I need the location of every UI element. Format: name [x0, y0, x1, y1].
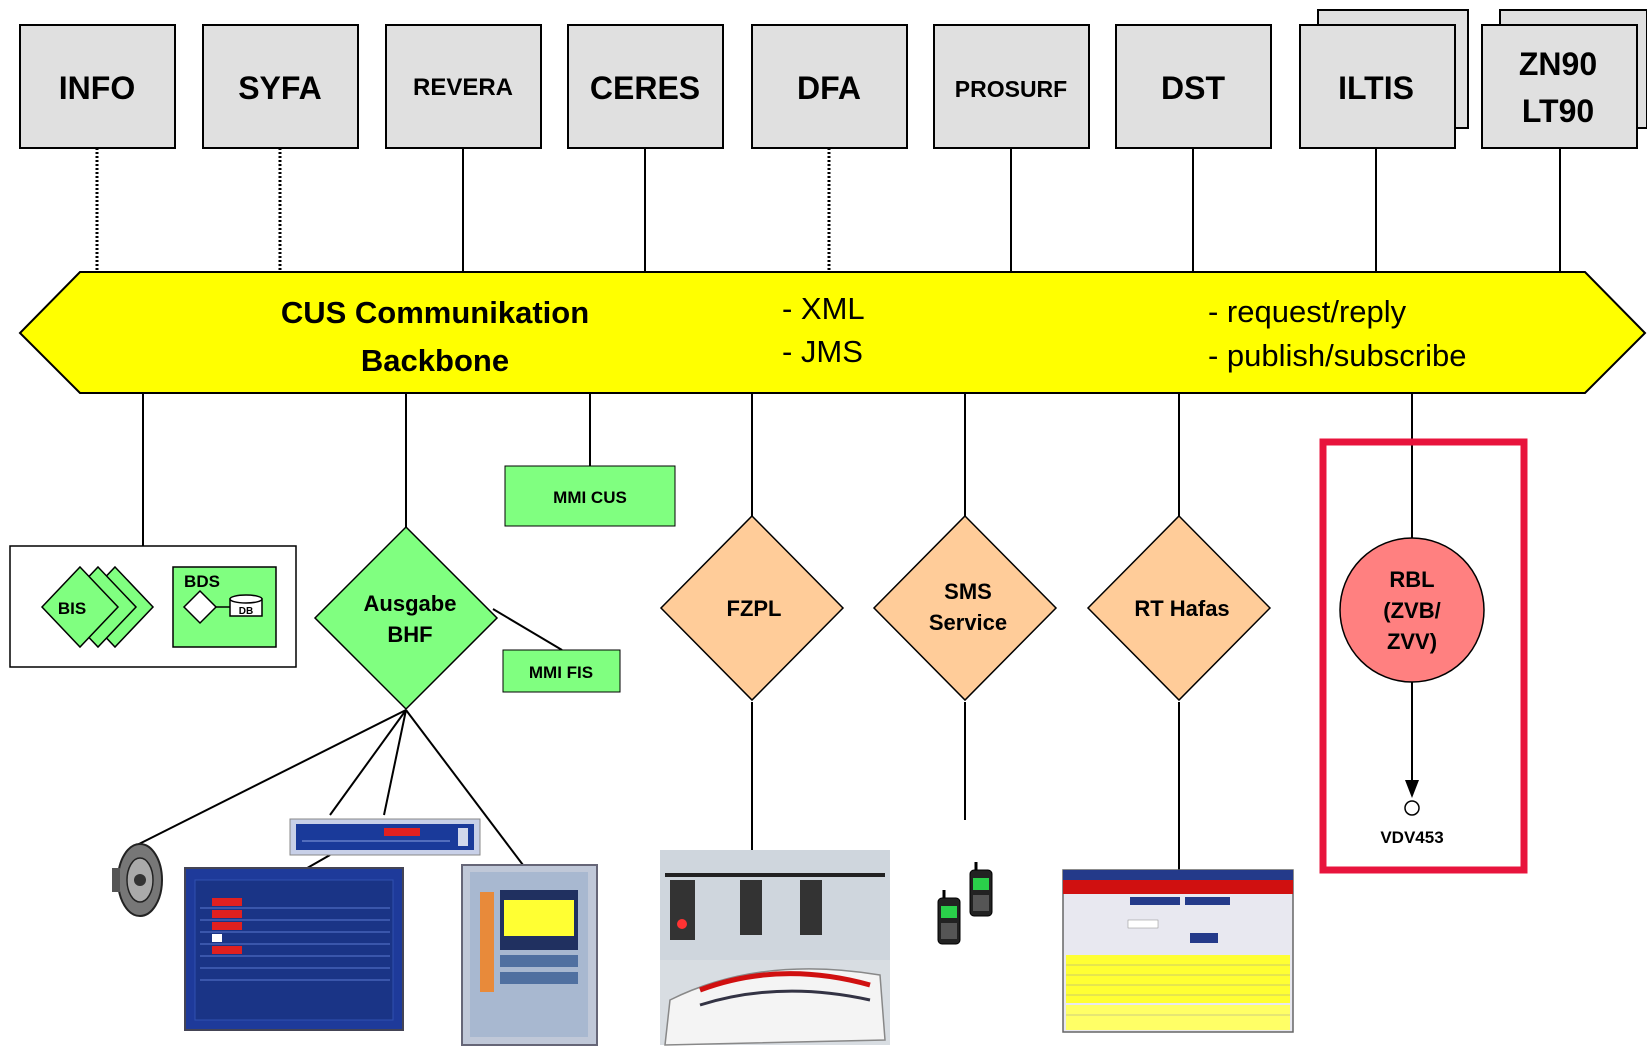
system-label-lt90: LT90 [1522, 93, 1594, 129]
backbone: CUS Communikation Backbone - XML - JMS -… [18, 271, 1647, 394]
arrow-down-icon [1405, 780, 1419, 798]
system-label-dst: DST [1161, 70, 1225, 106]
rbl-label-line3: ZVV) [1387, 629, 1437, 654]
backbone-mode-publish-subscribe: - publish/subscribe [1208, 338, 1466, 373]
vdv-port-icon [1404, 800, 1420, 816]
system-box-syfa: SYFA [202, 24, 359, 149]
mmi-fis-label: MMI FIS [529, 663, 593, 682]
system-label-iltis: ILTIS [1338, 70, 1414, 106]
backbone-title-line1: CUS Communikation [281, 295, 589, 330]
fzpl-node: FZPL [659, 514, 845, 702]
database-icon: DB [229, 594, 263, 617]
mmi-fis-node: MMI FIS [502, 649, 621, 693]
system-box-dst: DST [1115, 24, 1272, 149]
bds-label: BDS [184, 572, 220, 591]
bis-bds-group: BIS BDS DB [9, 545, 297, 668]
departure-board-icon [184, 867, 404, 1031]
info-terminal-icon [461, 864, 598, 1046]
rt-hafas-node: RT Hafas [1086, 514, 1272, 702]
ausgabe-bhf-node: Ausgabe BHF [313, 525, 499, 711]
backbone-protocol-jms: - JMS [782, 334, 863, 369]
bds-node: BDS DB [172, 566, 277, 648]
rbl-label-line1: RBL [1389, 567, 1434, 592]
bds-diamond-icon [182, 589, 218, 625]
system-label-revera: REVERA [413, 74, 513, 101]
timetable-screenshot-icon [1062, 869, 1294, 1033]
backbone-title-line2: Backbone [361, 343, 509, 378]
system-box-ceres: CERES [567, 24, 724, 149]
rbl-label-line2: (ZVB/ [1383, 598, 1440, 623]
ausgabe-label-line2: BHF [387, 622, 432, 647]
rt-hafas-label: RT Hafas [1134, 596, 1229, 621]
platform-display-small-icon [289, 818, 481, 856]
bis-node: BIS [40, 565, 155, 649]
fzpl-label: FZPL [727, 596, 782, 621]
system-box-dfa: DFA [751, 24, 908, 149]
system-label-prosurf: PROSURF [955, 76, 1067, 102]
backbone-mode-request-reply: - request/reply [1208, 294, 1407, 329]
sms-label-line2: Service [929, 610, 1007, 635]
mobile-phone-icon [937, 862, 993, 945]
system-label-info: INFO [59, 70, 135, 106]
system-label-zn90: ZN90 [1519, 46, 1597, 82]
sms-label-line1: SMS [944, 579, 992, 604]
system-box-zn90: ZN90 LT90 [1481, 9, 1647, 149]
mmi-cus-label: MMI CUS [553, 488, 627, 507]
sms-service-node: SMS Service [872, 514, 1058, 702]
system-box-prosurf: PROSURF [933, 24, 1090, 149]
bis-label: BIS [58, 599, 86, 618]
mmi-cus-node: MMI CUS [504, 465, 676, 527]
system-label-syfa: SYFA [238, 70, 322, 106]
db-label: DB [239, 606, 253, 617]
ausgabe-label-line1: Ausgabe [364, 591, 457, 616]
system-label-dfa: DFA [797, 70, 861, 106]
vdv-label: VDV453 [1380, 828, 1443, 847]
system-box-iltis: ILTIS [1299, 9, 1469, 149]
system-connectors [95, 130, 1561, 272]
system-label-ceres: CERES [590, 70, 700, 106]
backbone-protocol-xml: - XML [782, 291, 865, 326]
train-photo-icon [660, 850, 890, 1046]
system-box-info: INFO [19, 24, 176, 149]
system-box-revera: REVERA [385, 24, 542, 149]
rbl-highlight: RBL (ZVB/ ZVV) VDV453 [1319, 438, 1528, 874]
loudspeaker-icon [112, 843, 163, 917]
lower-connectors [134, 393, 1413, 876]
